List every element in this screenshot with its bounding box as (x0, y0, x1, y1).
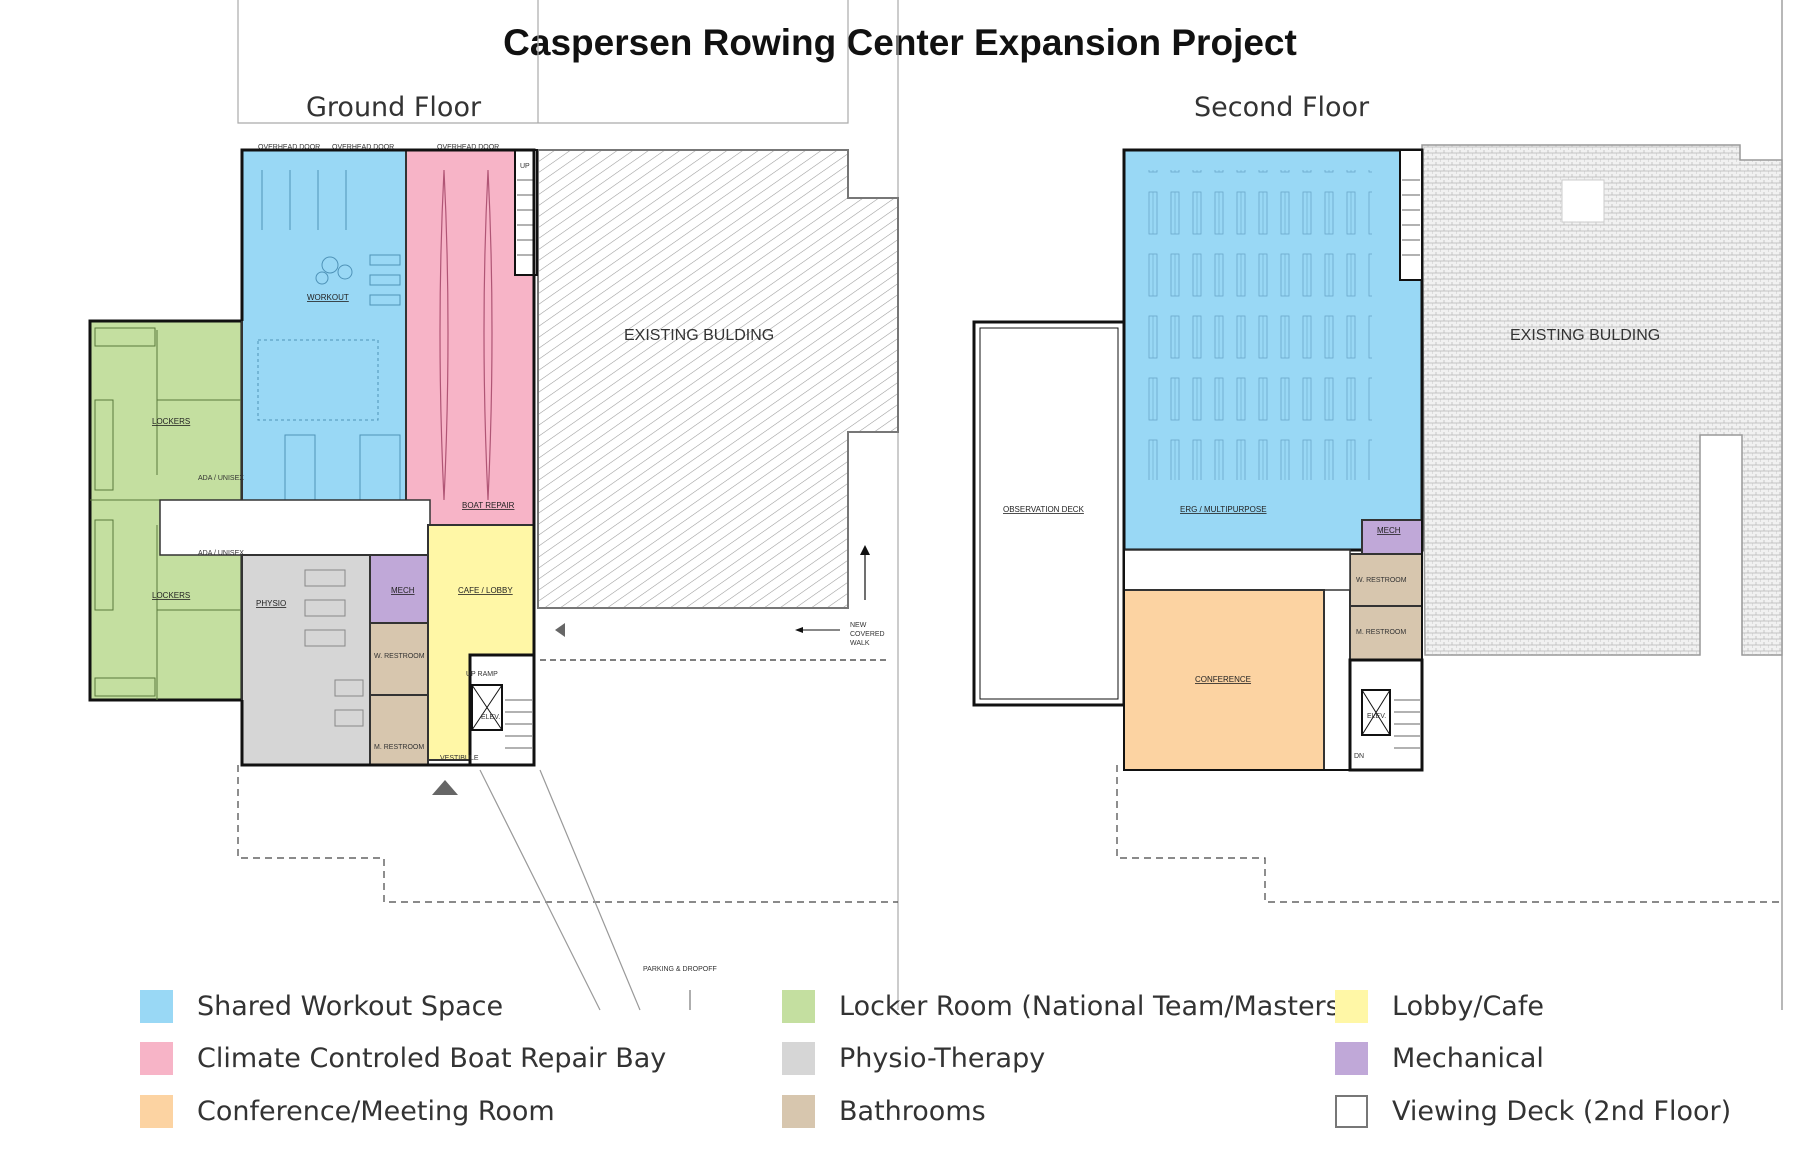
legend-swatch-workout (140, 990, 173, 1023)
mech-zone-second (1361, 519, 1423, 555)
legend-swatch-bathrooms (782, 1095, 815, 1128)
legend-label-viewing-deck: Viewing Deck (2nd Floor) (1392, 1096, 1732, 1127)
legend-label-physio: Physio-Therapy (839, 1043, 1046, 1074)
legend-item-physio: Physio-Therapy (782, 1042, 1045, 1075)
legend-swatch-boat-repair (140, 1042, 173, 1075)
legend-label-mechanical: Mechanical (1392, 1043, 1544, 1074)
label-up-ramp: UP RAMP (466, 671, 498, 678)
conference-zone (1123, 589, 1325, 771)
label-w-restroom-ground: W. RESTROOM (374, 653, 425, 660)
label-m-restroom-second: M. RESTROOM (1356, 629, 1406, 636)
existing-building-second (1421, 144, 1783, 656)
label-existing-ground: EXISTING BULDING (624, 327, 774, 344)
boat-repair-zone (405, 149, 535, 526)
label-workout: WORKOUT (307, 293, 349, 302)
label-dn: DN (1354, 753, 1364, 760)
page-title: Caspersen Rowing Center Expansion Projec… (503, 22, 1297, 63)
ground-floor-label: Ground Floor (306, 92, 482, 123)
label-up: UP (520, 163, 530, 170)
workout-zone (241, 149, 407, 526)
legend-item-locker: Locker Room (National Team/Masters) (782, 990, 1350, 1023)
label-lockers-top: LOCKERS (152, 417, 190, 426)
stair-second-top (1399, 149, 1423, 281)
w-restroom-ground (369, 622, 429, 696)
legend-label-boat-repair: Climate Controled Boat Repair Bay (197, 1043, 667, 1074)
legend-item-lobby: Lobby/Cafe (1335, 990, 1544, 1023)
room-labels: WORKOUT LOCKERS LOCKERS ADA / UNISEX ADA… (152, 144, 1660, 973)
legend-label-workout: Shared Workout Space (197, 991, 504, 1022)
corridor-second (1123, 549, 1351, 591)
label-conference: CONFERENCE (1195, 675, 1251, 684)
label-covered-walk-3: WALK (850, 640, 870, 647)
label-mech-second: MECH (1377, 526, 1401, 535)
legend-item-conference: Conference/Meeting Room (140, 1095, 555, 1128)
label-ada-bottom: ADA / UNISEX (198, 550, 244, 557)
physio-zone (241, 554, 371, 766)
legend-label-locker: Locker Room (National Team/Masters) (839, 991, 1351, 1022)
label-physio: PHYSIO (256, 599, 286, 608)
label-elev-ground: ELEV. (481, 714, 500, 721)
legend-swatch-physio (782, 1042, 815, 1075)
label-vestibule: VESTIBULE (440, 755, 479, 762)
legend-label-bathrooms: Bathrooms (839, 1096, 986, 1127)
label-existing-second: EXISTING BULDING (1510, 327, 1660, 344)
label-lockers-bottom: LOCKERS (152, 591, 190, 600)
label-covered-walk-1: NEW (850, 622, 867, 629)
ground-floor-plan (88, 148, 899, 795)
legend-swatch-locker (782, 990, 815, 1023)
m-restroom-second (1349, 605, 1423, 661)
label-erg: ERG / MULTIPURPOSE (1180, 505, 1267, 514)
label-overhead-door-3: OVERHEAD DOOR (437, 144, 499, 151)
label-boat-repair: BOAT REPAIR (462, 501, 515, 510)
legend-swatch-conference (140, 1095, 173, 1128)
corridor-ground (159, 499, 431, 556)
legend-swatch-lobby (1335, 990, 1368, 1023)
label-cafe-lobby: CAFE / LOBBY (458, 586, 513, 595)
legend-swatch-mechanical (1335, 1042, 1368, 1075)
label-elev-second: ELEV. (1367, 713, 1386, 720)
legend-item-boat-repair: Climate Controled Boat Repair Bay (140, 1042, 666, 1075)
label-observation: OBSERVATION DECK (1003, 505, 1085, 514)
label-parking: PARKING & DROPOFF (643, 966, 717, 973)
legend-label-conference: Conference/Meeting Room (197, 1096, 555, 1127)
legend-label-lobby: Lobby/Cafe (1392, 991, 1544, 1022)
label-overhead-door-2: OVERHEAD DOOR (332, 144, 394, 151)
label-m-restroom-ground: M. RESTROOM (374, 744, 424, 751)
label-ada-top: ADA / UNISEX (198, 475, 244, 482)
label-overhead-door-1: OVERHEAD DOOR (258, 144, 320, 151)
existing-building-ground (537, 149, 899, 609)
legend-item-workout: Shared Workout Space (140, 990, 503, 1023)
label-w-restroom-second: W. RESTROOM (1356, 577, 1407, 584)
label-mech-ground: MECH (391, 586, 415, 595)
legend-item-bathrooms: Bathrooms (782, 1095, 986, 1128)
m-restroom-ground (369, 694, 429, 766)
legend-swatch-viewing-deck (1335, 1095, 1368, 1128)
legend-item-viewing-deck: Viewing Deck (2nd Floor) (1335, 1095, 1731, 1128)
second-floor-plan (972, 144, 1783, 772)
second-floor-label: Second Floor (1194, 92, 1370, 123)
label-covered-walk-2: COVERED (850, 631, 885, 638)
legend-item-mechanical: Mechanical (1335, 1042, 1544, 1075)
